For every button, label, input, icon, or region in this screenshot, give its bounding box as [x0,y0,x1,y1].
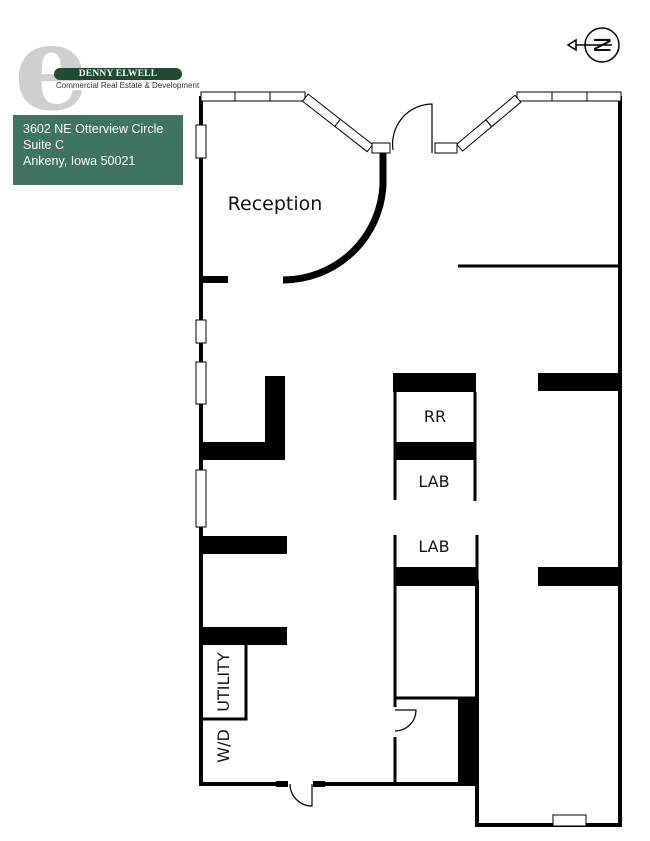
room-label-lab-2: LAB [418,537,449,556]
company-logo-mark: e [14,0,90,137]
windows [195,91,622,827]
address-line-2: Suite C [23,138,64,152]
company-name: DENNY ELWELL COMPANY [54,68,182,91]
walls [199,96,622,827]
room-label-reception: Reception [228,193,323,215]
room-labels: Reception RR LAB LAB UTILITY W/D [214,193,450,763]
address-box: 3602 NE Otterview Circle Suite C Ankeny,… [13,115,183,185]
room-label-wd: W/D [214,729,233,763]
room-label-rr: RR [424,407,446,426]
compass-icon: N [566,27,620,63]
address-line-1: 3602 NE Otterview Circle [23,122,164,136]
room-label-lab-1: LAB [418,472,449,491]
address-line-3: Ankeny, Iowa 50021 [23,154,136,168]
company-tagline: Commercial Real Estate & Development [56,81,200,90]
room-label-utility: UTILITY [214,652,233,712]
north-label: N [588,37,613,53]
doors [289,103,433,807]
